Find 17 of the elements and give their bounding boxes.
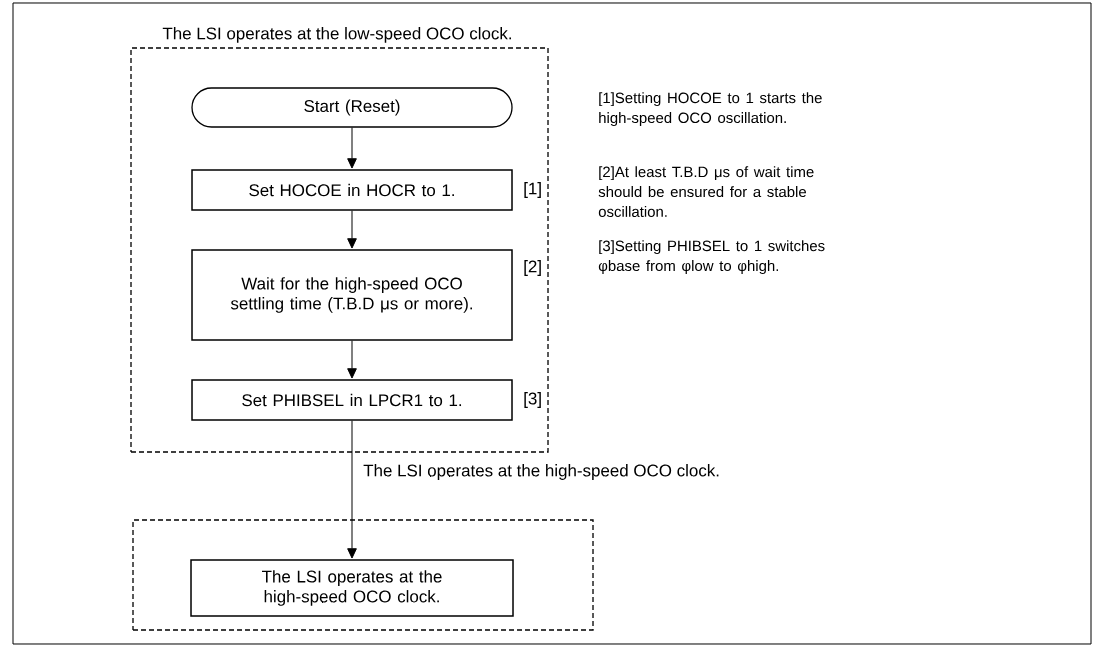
note: [1]Setting HOCOE to 1 starts the high-speed OCO oscillation. xyxy=(599,92,822,127)
arrow xyxy=(347,420,357,559)
callout-number: [3] xyxy=(524,392,541,408)
note: [3]Setting PHIBSEL to 1 switches φbase from φlow to φhigh. xyxy=(598,240,825,275)
arrow xyxy=(347,210,357,249)
dashed-frame xyxy=(132,519,594,631)
arrow xyxy=(347,127,357,169)
group-heading: The LSI operates at the low-speed OCO clock. xyxy=(162,27,511,43)
callout-number: [2] xyxy=(524,260,541,276)
callout-number: [1] xyxy=(524,182,541,198)
process-box: Wait for the high-speed OCO settling time (T.B.D μs or more). xyxy=(191,249,513,341)
arrow xyxy=(347,340,357,379)
note: [2]At least T.B.D μs of wait time should be ensured for a stable oscillation. xyxy=(598,166,814,217)
process-box: The LSI operates at the high-speed OCO clock. xyxy=(190,559,514,617)
process-box: Set PHIBSEL in LPCR1 to 1. xyxy=(191,379,513,421)
process-box: Set HOCOE in HOCR to 1. xyxy=(191,169,513,211)
edge-label: The LSI operates at the high-speed OCO clock. xyxy=(363,464,719,480)
